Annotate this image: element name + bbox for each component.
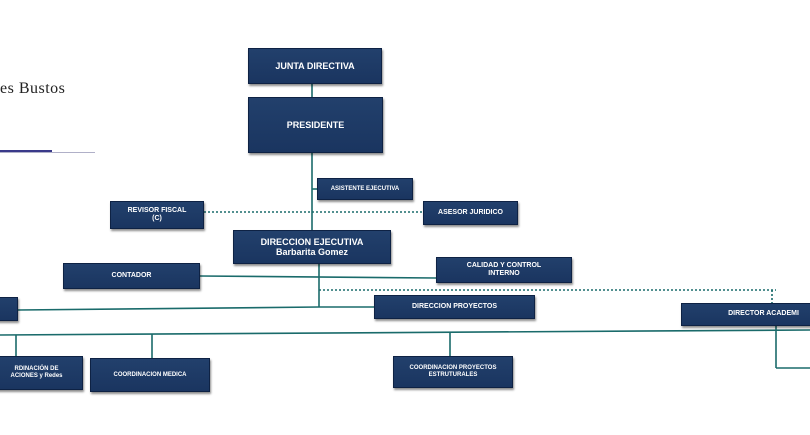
logo-divider [0,152,95,153]
logo [0,74,100,153]
coordinacion-proyectos-line1: COORDINACION PROYECTOS [409,365,497,372]
asesor-juridico-label: ASESOR JURIDICO [438,208,503,216]
connector-left-branch [17,306,320,311]
asistente-ejecutiva-box[interactable]: ASISTENTE EJECUTIVA [317,178,413,200]
revisor-fiscal-box[interactable]: REVISOR FISCAL (C) [110,201,204,229]
coordinacion-comunicaciones-line1: RDINACIÓN DE [14,366,59,373]
calidad-control-line2: INTERNO [488,270,520,277]
calidad-control-box[interactable]: CALIDAD Y CONTROL INTERNO [436,257,572,283]
director-academico-label: DIRECTOR ACADEMI [728,310,799,318]
logo-accent-bar [0,150,52,152]
calidad-control-line1: CALIDAD Y CONTROL [466,261,542,269]
coordinacion-comunicaciones-line2: ACIONES y Redes [10,373,63,379]
asistente-ejecutiva-label: ASISTENTE EJECUTIVA [330,185,400,192]
junta-directiva-label: JUNTA DIRECTIVA [275,60,355,71]
direccion-proyectos-box[interactable]: DIRECCION PROYECTOS [374,295,535,319]
direccion-proyectos-label: DIRECCION PROYECTOS [411,302,498,310]
direccion-ejecutiva-line1: DIRECCION EJECUTIVA [260,236,364,247]
connector-coordination-bus [0,329,810,336]
junta-directiva-box[interactable]: JUNTA DIRECTIVA [248,48,382,84]
director-academico-box[interactable]: DIRECTOR ACADEMI [681,303,810,326]
asesor-juridico-box[interactable]: ASESOR JURIDICO [423,201,518,225]
coordinacion-proyectos-line2: ESTRUTURALES [428,372,478,378]
contador-label: CONTADOR [111,271,152,279]
revisor-fiscal-line2: (C) [152,215,162,222]
presidente-label: PRESIDENTE [286,119,345,130]
direccion-ejecutiva-line2: Barbarita Gomez [275,247,349,257]
coordinacion-proyectos-box[interactable]: COORDINACION PROYECTOS ESTRUTURALES [393,356,513,388]
direccion-ejecutiva-box[interactable]: DIRECCION EJECUTIVA Barbarita Gomez [233,230,391,264]
connector-contador-calidad [199,275,437,279]
revisor-fiscal-line1: REVISOR FISCAL [127,206,187,214]
contador-box[interactable]: CONTADOR [63,263,200,289]
coordinacion-comunicaciones-box[interactable]: RDINACIÓN DE ACIONES y Redes [0,356,83,390]
coordinacion-medica-label: COORDINACION MEDICA [113,371,187,378]
partial-left-box[interactable] [0,297,18,321]
coordinacion-medica-box[interactable]: COORDINACION MEDICA [90,358,210,392]
presidente-box[interactable]: PRESIDENTE [248,97,383,153]
logo-text: es Bustos [0,80,66,97]
